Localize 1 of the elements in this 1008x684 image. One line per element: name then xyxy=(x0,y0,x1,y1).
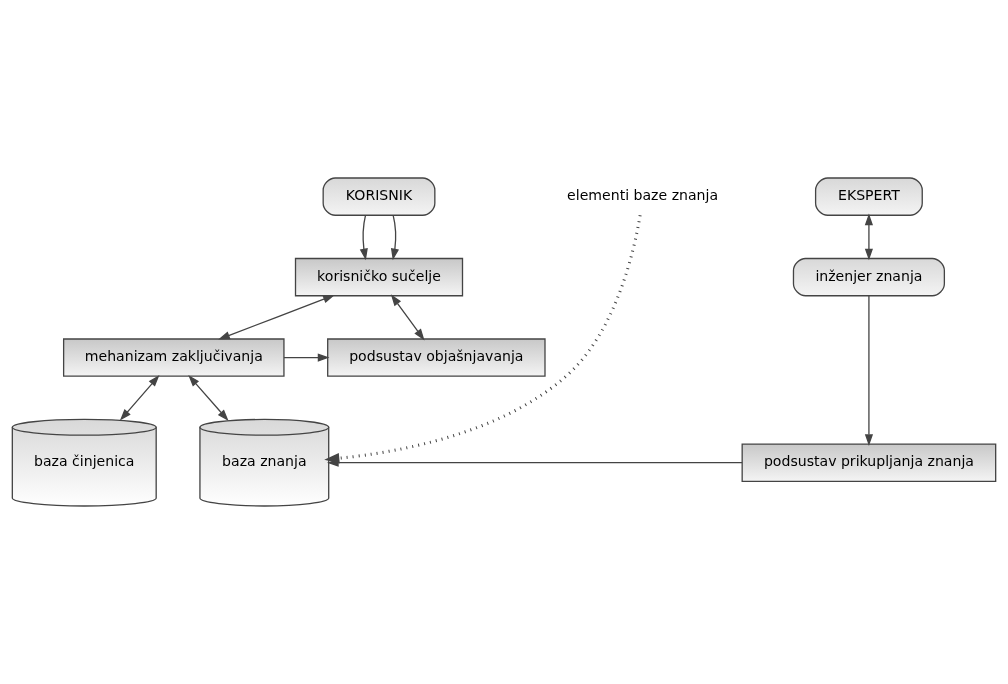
node-text: elementi baze znanja xyxy=(567,187,719,204)
